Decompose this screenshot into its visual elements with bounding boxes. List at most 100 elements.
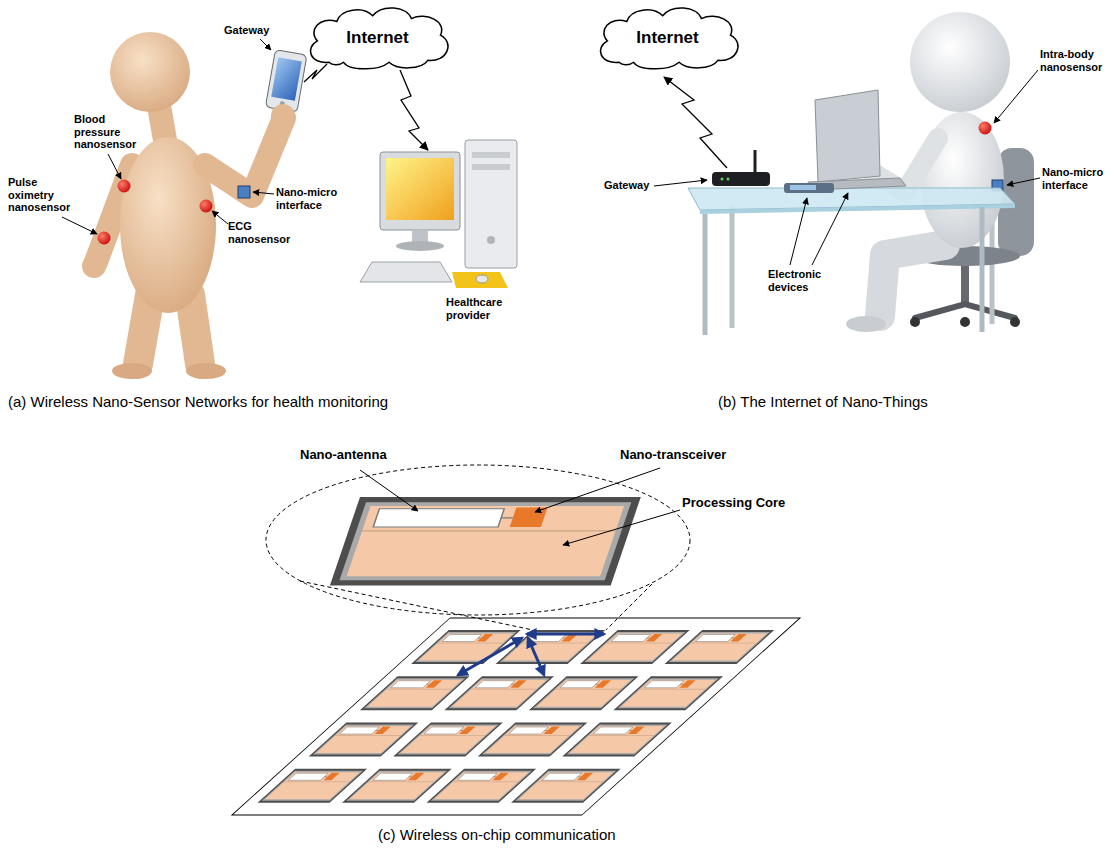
nanosensor-dot (979, 122, 992, 135)
leader-arrow (1007, 178, 1040, 185)
callout-label: Electronic devices (768, 268, 840, 293)
callout-label: ECG nanosensor (228, 220, 298, 245)
gateway-phone (265, 50, 307, 113)
nano-micro-interface (238, 186, 250, 198)
wireless-link (664, 77, 727, 168)
office-chair (910, 317, 920, 327)
desk-leg (730, 205, 735, 328)
component-label: Nano-antenna (300, 448, 420, 463)
leader-arrow (654, 180, 707, 186)
leader-arrow (563, 510, 680, 545)
gateway-phone (271, 57, 302, 101)
health-figure (205, 118, 284, 196)
office-chair (960, 317, 970, 327)
leader-arrow (790, 198, 807, 265)
component-label: Processing Core (682, 496, 822, 511)
callout-label: Pulse oximetry nanosensor (8, 176, 80, 214)
leader-arrow (360, 468, 680, 545)
gateway-phone (265, 50, 307, 113)
gateway-router (721, 178, 724, 181)
zoom-outline (606, 584, 652, 630)
leader-arrow (535, 468, 660, 512)
healthcare-computer (452, 272, 508, 288)
gateway-router (727, 178, 730, 181)
cloud-node: Internet (300, 4, 455, 72)
leader-arrow (62, 217, 97, 234)
chip-board (511, 769, 621, 803)
healthcare-computer (472, 164, 510, 170)
wireless-link (527, 633, 604, 636)
wireless-link (304, 64, 428, 150)
gateway-router (712, 150, 770, 186)
wireless-link (458, 638, 522, 675)
gateway-router (712, 172, 770, 186)
chip-board (232, 618, 800, 815)
subfigure-caption: (a) Wireless Nano-Sensor Networks for he… (8, 393, 403, 410)
cloud-outline (600, 8, 738, 69)
callout-label: Nano-micro interface (1042, 166, 1112, 191)
laptop (815, 90, 880, 182)
callout-label: Gateway (604, 179, 664, 192)
component-label: Nano-transceiver (620, 448, 760, 463)
office-chair (961, 262, 969, 306)
leader-arrow (260, 39, 271, 50)
healthcare-computer (396, 241, 444, 251)
laptop (808, 90, 906, 190)
health-figure (110, 32, 190, 112)
callout-label: Gateway (224, 24, 294, 37)
zoom-outline (266, 465, 690, 615)
callout-label: Healthcare provider (446, 296, 518, 321)
glass-desk (980, 207, 985, 332)
chip-board (232, 618, 800, 815)
cloud-outline (310, 8, 448, 69)
office-chair (915, 304, 1015, 318)
glass-desk (688, 188, 1015, 335)
leader-arrow (812, 193, 848, 265)
chip-board (613, 676, 723, 710)
zoom-outline (300, 581, 533, 630)
electronic-device (784, 183, 834, 193)
gateway-router (754, 150, 757, 172)
healthcare-computer (465, 140, 517, 268)
callout-label: Blood pressure nanosensor (74, 113, 140, 151)
callout-label: Intra-body nanosensor (1040, 48, 1110, 73)
electronic-device (784, 183, 834, 193)
cloud-node: Internet (590, 4, 745, 72)
wireless-link (304, 64, 327, 82)
cloud-label: Internet (346, 28, 408, 48)
leader-arrow (253, 192, 274, 194)
health-figure (82, 254, 106, 278)
health-figure (82, 32, 284, 379)
electronic-device (790, 185, 816, 190)
healthcare-computer (487, 236, 495, 244)
leader-arrow (360, 470, 418, 511)
leader-arrow (212, 211, 228, 224)
healthcare-computer (472, 152, 510, 158)
wireless-link (664, 77, 727, 168)
healthcare-computer (476, 275, 488, 283)
wireless-link (458, 634, 604, 675)
zoom-outline (266, 465, 690, 630)
subfigure-caption: (b) The Internet of Nano-Things (718, 393, 1058, 410)
leader-arrow (62, 39, 274, 234)
seated-figure (880, 245, 945, 316)
nanosensor-dot (118, 180, 131, 193)
glass-desk (700, 204, 1015, 214)
health-figure (112, 363, 152, 379)
healthcare-computer (360, 262, 452, 282)
nanosensor-dot (98, 232, 111, 245)
wireless-link (400, 70, 428, 150)
healthcare-computer (380, 152, 460, 230)
seated-figure (910, 12, 1010, 112)
healthcare-computer (360, 140, 517, 288)
nanosensor-dot (98, 180, 213, 245)
leader-arrow (654, 70, 1040, 265)
leader-arrow (994, 70, 1038, 123)
office-chair (1010, 317, 1020, 327)
glass-desk (703, 214, 708, 335)
healthcare-computer (386, 158, 454, 220)
zoomed-core (330, 497, 641, 585)
